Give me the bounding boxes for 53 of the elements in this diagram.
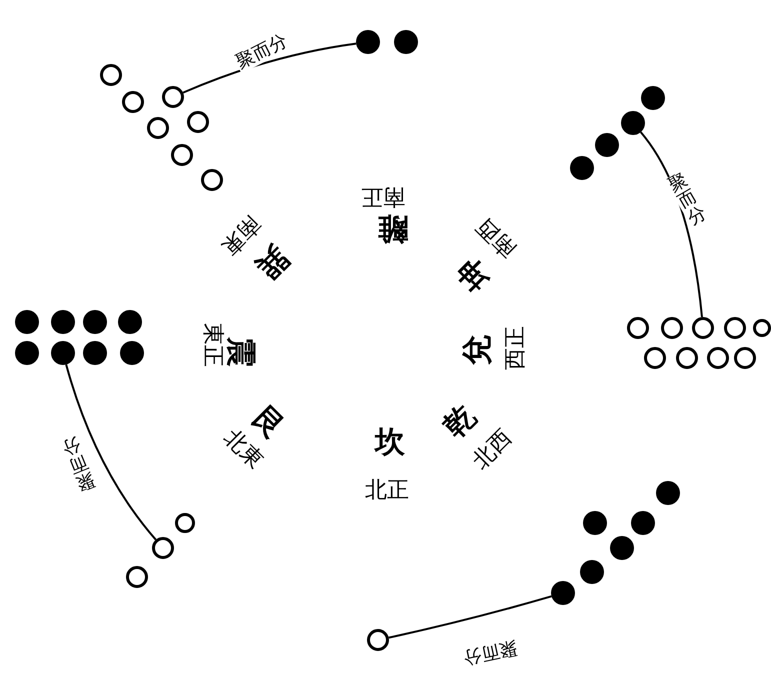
hollow-dot (707, 347, 729, 369)
hollow-dot (661, 317, 683, 339)
filled-dot (118, 310, 142, 334)
direction-label: 東正 (201, 323, 223, 367)
trigram-name: 艮 (246, 402, 290, 444)
filled-dot (15, 341, 39, 365)
hollow-dot (627, 317, 649, 339)
hollow-dot (187, 111, 209, 133)
filled-dot (551, 581, 575, 605)
filled-dot (631, 511, 655, 535)
direction-label: 北正 (365, 480, 409, 502)
filled-dot (83, 310, 107, 334)
hollow-dot (201, 169, 223, 191)
trigram-name: 離 (378, 213, 408, 243)
filled-dot (580, 560, 604, 584)
hollow-dot (122, 91, 144, 113)
filled-dot (51, 341, 75, 365)
hollow-dot (692, 317, 714, 339)
filled-dot (394, 30, 418, 54)
hollow-dot (100, 64, 122, 86)
connector-line (182, 42, 356, 94)
hollow-dot (753, 319, 771, 337)
direction-label: 西正 (505, 326, 527, 370)
filled-dot (15, 310, 39, 334)
hollow-dot (147, 117, 169, 139)
trigram-name: 乾 (438, 400, 482, 444)
filled-dot (120, 341, 144, 365)
filled-dot (610, 536, 634, 560)
hollow-dot (676, 347, 698, 369)
filled-dot (570, 156, 594, 180)
hollow-dot (175, 513, 195, 533)
direction-label: 南正 (361, 185, 405, 207)
connector-line (65, 364, 157, 540)
filled-dot (83, 341, 107, 365)
filled-dot (356, 30, 380, 54)
trigram-name: 震 (225, 337, 255, 367)
hollow-dot (724, 317, 746, 339)
filled-dot (656, 481, 680, 505)
trigram-name: 兌 (463, 335, 493, 365)
hollow-dot (162, 86, 184, 108)
filled-dot (583, 511, 607, 535)
filled-dot (641, 86, 665, 110)
hollow-dot (152, 537, 174, 559)
filled-dot (621, 111, 645, 135)
trigram-name: 坎 (375, 428, 405, 458)
hollow-dot (171, 144, 193, 166)
filled-dot (595, 133, 619, 157)
connector-line (388, 595, 552, 639)
hollow-dot (126, 566, 148, 588)
hollow-dot (644, 347, 666, 369)
filled-dot (51, 310, 75, 334)
hollow-dot (367, 629, 389, 651)
hollow-dot (734, 347, 756, 369)
